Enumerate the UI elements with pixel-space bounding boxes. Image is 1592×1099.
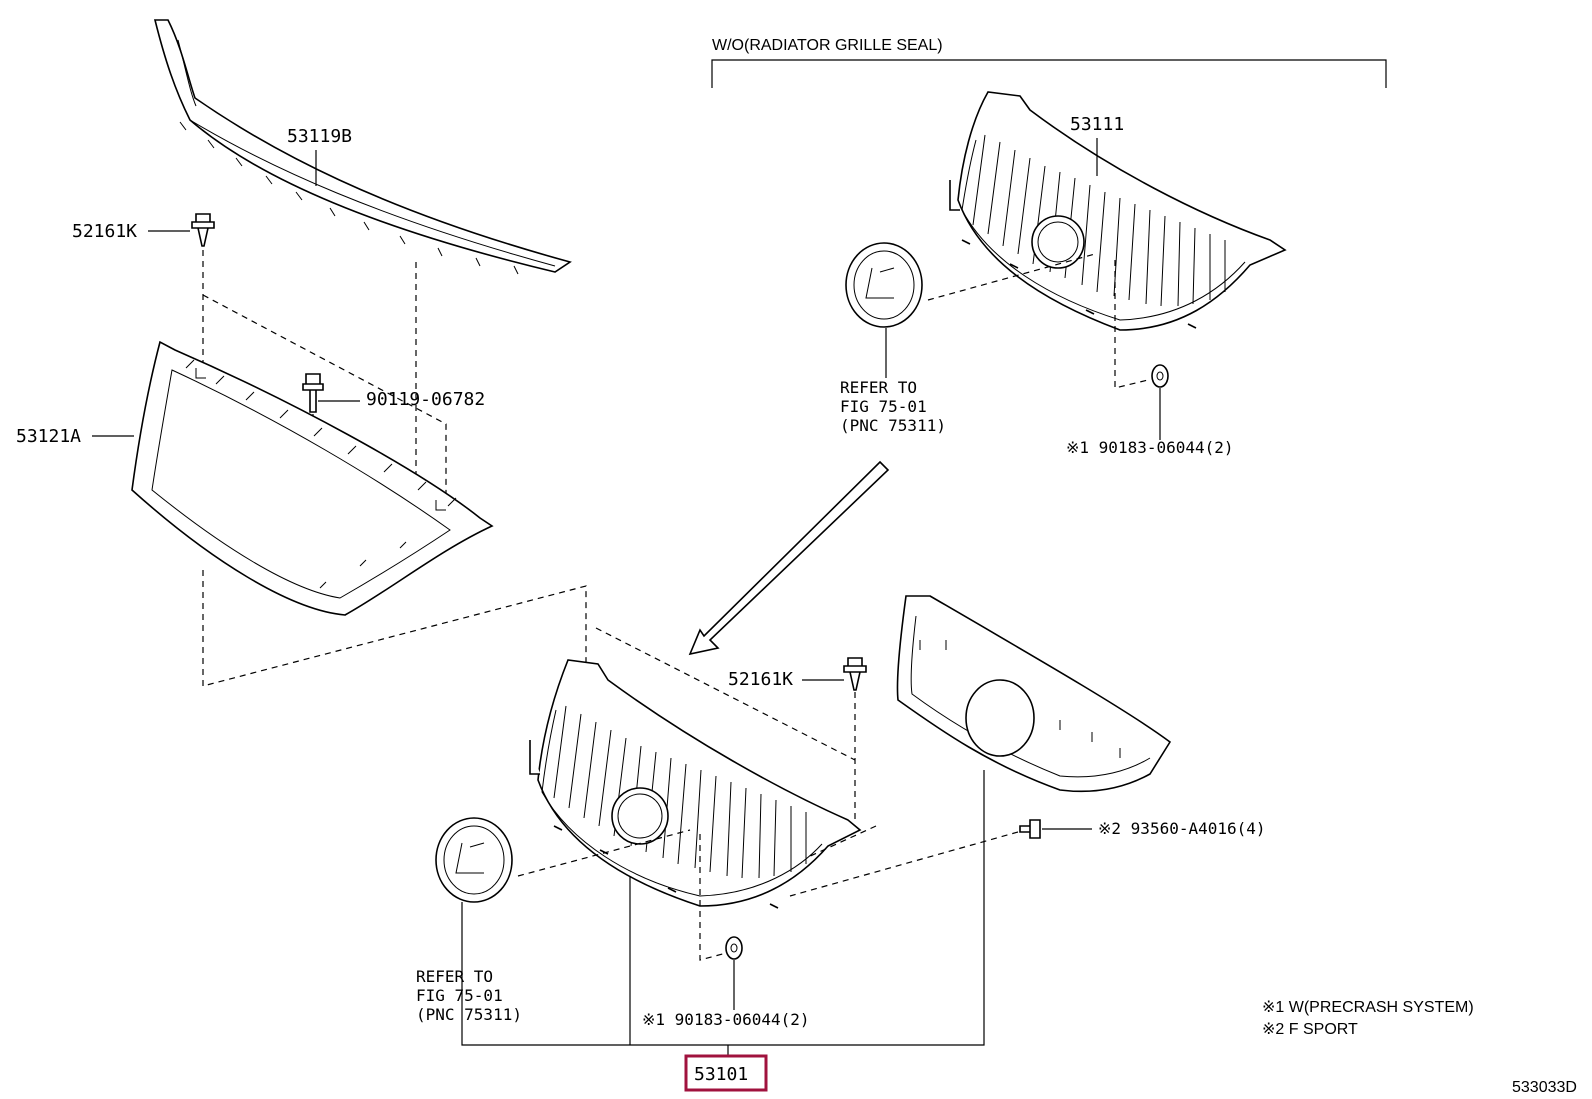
clip-icon-top [191,213,215,247]
nut-upper-icon [1151,364,1169,388]
variant-bracket [711,59,1387,88]
dashed-emblem-lower [517,829,691,877]
frame-shape [131,340,494,616]
grille-upper-shape [949,91,1287,331]
dashed-screw-2 [805,825,877,859]
note-2: ※2 F SPORT [1262,1021,1358,1038]
assembly-bracket [461,770,985,1046]
part-label-frame: 53121A [16,426,81,447]
grille-lower-shape [529,659,862,909]
part-label-nut-upper: ※1 90183-06044(2) [1066,438,1234,457]
dashed-frame-bottom [202,570,587,687]
bolt-icon [302,373,324,413]
variant-label: W/O(RADIATOR GRILLE SEAL) [712,37,943,54]
refer-upper-line3: (PNC 75311) [840,416,946,435]
grille-cover-shape [896,595,1172,793]
dashed-emblem-upper [927,253,1096,301]
part-label-bolt: 90119-06782 [366,389,485,410]
dashed-frame-right [595,627,856,761]
figure-id: 533033D [1512,1079,1577,1096]
emblem-lower-icon [435,817,513,903]
part-label-screw: ※2 93560-A4016(4) [1098,819,1266,838]
part-label-moulding: 53119B [287,126,352,147]
part-label-assembly[interactable]: 53101 [694,1064,748,1085]
refer-lower-line1: REFER TO [416,967,493,986]
dashed-nut-lower [699,834,731,961]
refer-upper-line2: FIG 75-01 [840,397,927,416]
nut-lower-icon [725,936,743,960]
dashed-frame-link [202,294,447,500]
refer-lower-line3: (PNC 75311) [416,1005,522,1024]
part-label-nut-lower: ※1 90183-06044(2) [642,1010,810,1029]
part-label-grille-upper: 53111 [1070,114,1124,135]
moulding-shape [153,19,572,275]
screw-icon [1019,819,1041,839]
part-label-clip-lower: 52161K [728,669,793,690]
arrow-icon [688,460,890,656]
note-1: ※1 W(PRECRASH SYSTEM) [1262,999,1474,1016]
refer-lower-line2: FIG 75-01 [416,986,503,1005]
emblem-upper-icon [845,242,923,328]
refer-upper-line1: REFER TO [840,378,917,397]
assembly-highlight-box[interactable] [684,1054,768,1092]
clip-icon-lower [843,657,867,691]
part-label-clip-top: 52161K [72,221,137,242]
